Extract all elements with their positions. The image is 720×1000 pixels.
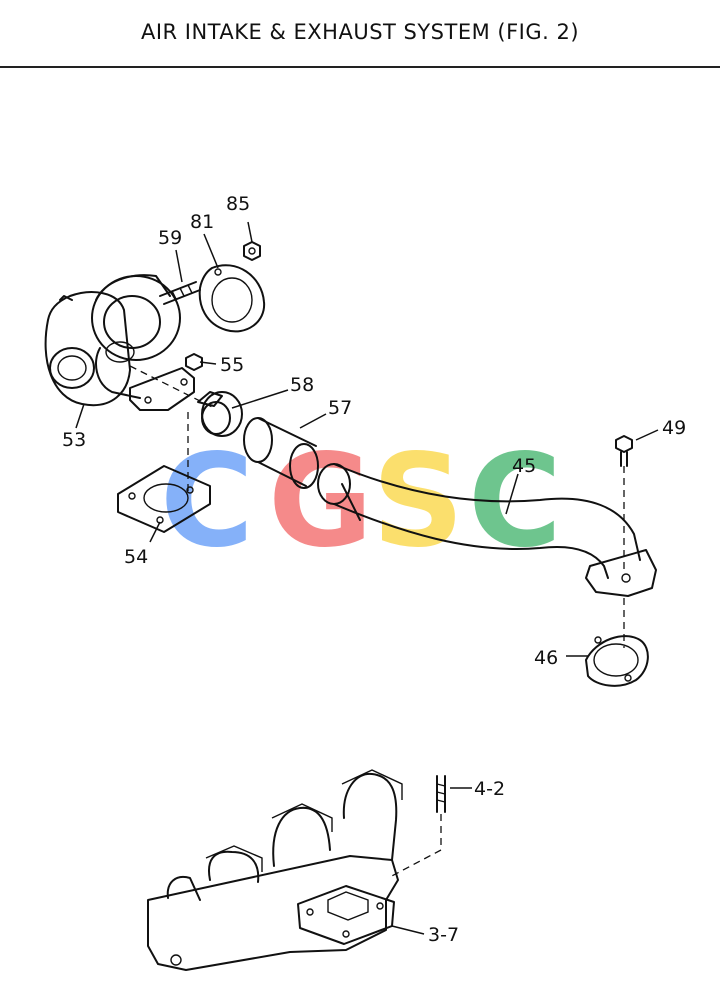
turbocharger-drawing <box>44 274 195 411</box>
callout-49: 49 <box>662 417 686 439</box>
hose-57-drawing <box>243 417 319 489</box>
callout-55: 55 <box>220 354 244 376</box>
exhaust-manifold-3-7-drawing <box>147 769 403 971</box>
leader-lines <box>75 221 659 935</box>
callout-57: 57 <box>328 397 352 419</box>
watermark-letter-s: S <box>372 427 464 576</box>
gasket-81-drawing <box>198 264 266 333</box>
watermark-letter-c1: C <box>160 427 254 576</box>
page-title: AIR INTAKE & EXHAUST SYSTEM (FIG. 2) <box>140 20 580 44</box>
exhaust-pipe-45-drawing <box>317 463 657 597</box>
callout-59: 59 <box>158 227 182 249</box>
callout-4-2: 4-2 <box>474 778 505 800</box>
callout-45: 45 <box>512 455 536 477</box>
nut-85-drawing <box>243 241 261 261</box>
callout-3-7: 3-7 <box>428 924 459 946</box>
stud-59-drawing <box>159 281 201 305</box>
gasket-46-drawing <box>585 635 649 687</box>
title-divider <box>0 66 720 68</box>
callout-58: 58 <box>290 374 314 396</box>
assembly-lines <box>129 365 625 879</box>
callout-53: 53 <box>62 429 86 451</box>
bolt-49-drawing <box>615 435 633 467</box>
watermark-letter-g: G <box>268 427 373 576</box>
callout-labels: 85 81 59 55 58 57 53 54 45 49 46 4-2 3-7 <box>62 193 686 946</box>
callout-81: 81 <box>190 211 214 233</box>
callout-85: 85 <box>226 193 250 215</box>
callout-54: 54 <box>124 546 148 568</box>
stud-4-2-drawing <box>436 775 446 813</box>
nut-55-drawing <box>185 353 203 371</box>
callout-46: 46 <box>534 647 558 669</box>
